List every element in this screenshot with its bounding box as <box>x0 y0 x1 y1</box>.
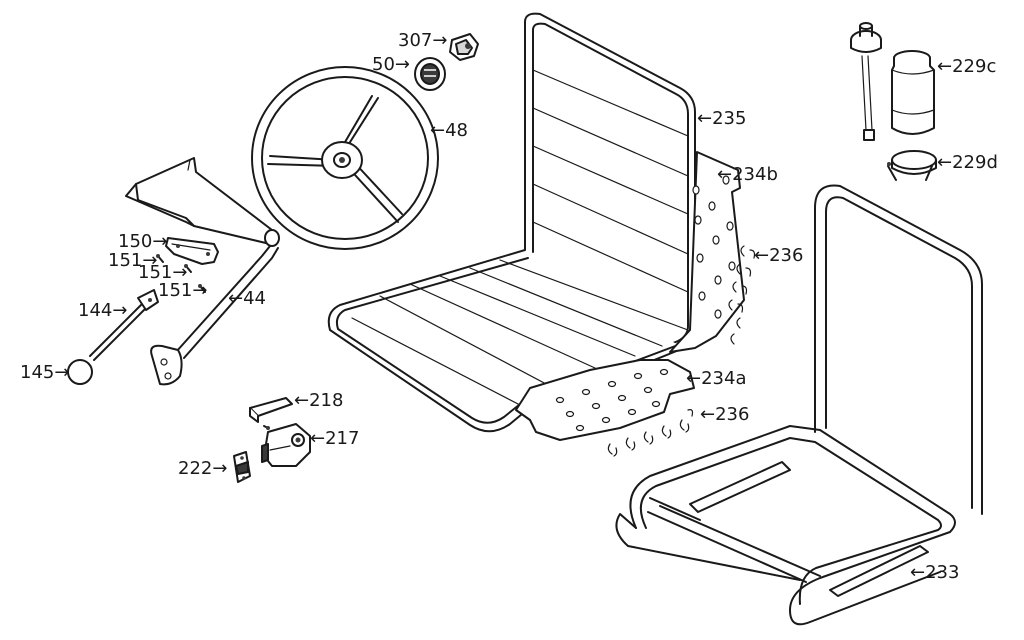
label-44: ←44 <box>228 288 266 309</box>
handle-grip <box>165 237 219 265</box>
tube-seat-frame <box>615 184 983 626</box>
lock-body <box>261 423 311 467</box>
label-48: ←48 <box>430 120 468 141</box>
screw-3 <box>198 284 206 293</box>
seat-cushion <box>327 12 696 433</box>
label-145: 145→ <box>20 362 69 383</box>
striker-plate <box>233 451 251 483</box>
backrest-clips <box>728 245 756 345</box>
label-233: ←233 <box>910 562 959 583</box>
hand-control-knob <box>449 33 479 61</box>
door-lever <box>249 397 293 430</box>
label-144: 144→ <box>78 300 127 321</box>
support-bracket-arm <box>125 157 280 386</box>
label-218: ←218 <box>294 390 343 411</box>
label-217: ←217 <box>310 428 359 449</box>
label-307: 307→ <box>398 30 447 51</box>
label-235: ←235 <box>697 108 746 129</box>
label-222: 222→ <box>178 458 227 479</box>
label-150: 150→ <box>118 231 167 252</box>
label-234b: ←234b <box>717 164 778 185</box>
label-234a: ←234a <box>686 368 746 389</box>
seat-spring-panel <box>515 359 695 441</box>
label-151-a: 151→ <box>108 250 157 271</box>
screw-2 <box>184 264 192 273</box>
seat-clips <box>607 409 694 457</box>
label-151-b: 151→ <box>138 262 187 283</box>
label-229d: ←229d <box>937 152 998 173</box>
label-236-backrest: ←236 <box>754 245 803 266</box>
horn-button <box>414 57 446 91</box>
washer-bottle <box>850 22 935 141</box>
label-151-c: 151→ <box>158 280 207 301</box>
gear-lever-rod <box>89 289 159 361</box>
gear-knob <box>67 359 93 385</box>
screw-1 <box>156 254 164 263</box>
backrest-spring-panel <box>669 151 745 353</box>
bottle-bracket <box>887 150 937 181</box>
label-50: 50→ <box>372 54 410 75</box>
label-236-seat: ←236 <box>700 404 749 425</box>
label-229c: ←229c <box>937 56 996 77</box>
steering-wheel <box>251 66 439 250</box>
